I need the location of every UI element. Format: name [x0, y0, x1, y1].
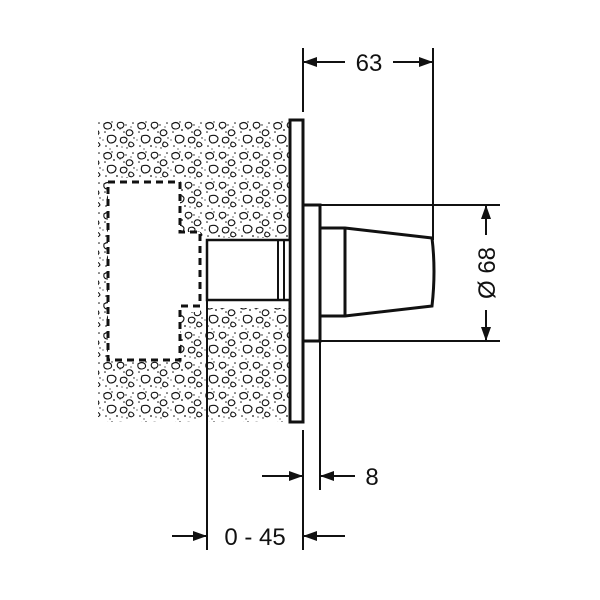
handle	[318, 226, 436, 318]
dimension-diameter-label: Ø 68	[474, 247, 501, 299]
dimension-depth-label: 63	[356, 50, 383, 77]
dimension-installation-range: 0 - 45	[172, 524, 345, 551]
wall-finish-plate	[288, 118, 305, 424]
extension-lines	[206, 48, 500, 550]
dimension-diameter: Ø 68	[474, 205, 501, 341]
escutcheon-rosette	[301, 203, 322, 343]
dimension-installation-range-label: 0 - 45	[224, 524, 285, 551]
wall-stone-fill	[98, 120, 290, 422]
dimension-plate-thickness-label: 8	[365, 464, 378, 491]
wall-section	[98, 120, 290, 422]
dimension-plate-thickness: 8	[262, 464, 379, 491]
dimension-depth: 63	[303, 50, 433, 77]
rough-in-body-dashed	[106, 180, 202, 362]
valve-stem	[205, 238, 292, 302]
